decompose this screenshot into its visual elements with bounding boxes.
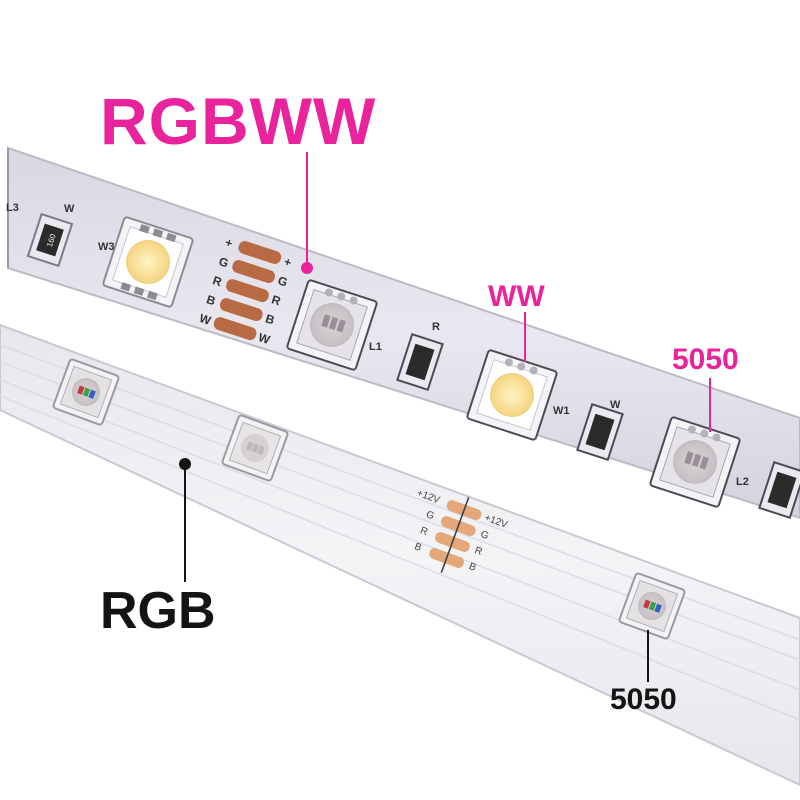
pad-label-r-right: R [473, 545, 484, 558]
svg-text:L2: L2 [736, 476, 749, 488]
svg-text:R: R [432, 321, 440, 333]
pad-label-g-right: G [276, 273, 289, 289]
bottom-5050-label: 5050 [610, 683, 677, 716]
svg-text:W1: W1 [553, 405, 570, 417]
pad-label-b-right: B [467, 561, 477, 574]
pad-label-plus-right: + [282, 254, 293, 269]
rgb-led-chip-l2 [649, 416, 741, 508]
svg-text:L3: L3 [6, 202, 19, 214]
pad-label-b-left: B [413, 541, 423, 554]
resistor-1: 160 [26, 212, 74, 268]
rgb-strip-body [0, 323, 800, 787]
rgb-leader-dot [179, 458, 191, 470]
rgb-led-chip-2 [221, 414, 289, 482]
svg-text:W: W [64, 203, 75, 215]
pad-label-r-left: R [419, 525, 430, 538]
pad-label-w-left: W [198, 311, 214, 328]
resistor-w [576, 402, 624, 462]
ww-label: WW [488, 280, 545, 313]
pad-label-g-left: G [217, 254, 230, 270]
svg-text:L1: L1 [369, 341, 382, 353]
rgbww-label: RGBWW [100, 84, 377, 158]
rgb-led-strip: +12V G R B +12V G R B [0, 323, 800, 787]
callout-leaders [179, 152, 711, 682]
rgb-label: RGB [100, 582, 216, 640]
pad-label-g-right: G [479, 529, 490, 542]
pad-label-w-right: W [257, 330, 273, 347]
warm-white-led-chip-1 [102, 216, 194, 308]
top-5050-label: 5050 [672, 343, 739, 376]
resistor-right [758, 460, 800, 520]
rgb-led-chip-l1 [286, 279, 378, 371]
rgbww-leader-dot [301, 262, 313, 274]
svg-text:160: 160 [45, 232, 58, 248]
warm-white-led-chip-w1 [466, 349, 558, 441]
pad-label-plus-left: + [223, 235, 234, 250]
svg-text:W3: W3 [98, 241, 115, 253]
rgbww-silkscreen: W W3 L1 R W1 W L2 L3 [6, 202, 749, 488]
svg-text:W: W [610, 399, 621, 411]
rgb-led-chip-3 [618, 572, 686, 640]
rgbww-led-strip: 160 + G R B W + G R B W [6, 146, 800, 520]
rgbww-solder-pads: + G R B W + G R B W [198, 235, 294, 347]
resistor-r [396, 332, 444, 392]
rgb-led-chip-1 [52, 358, 120, 426]
pad-label-g-left: G [424, 509, 435, 522]
